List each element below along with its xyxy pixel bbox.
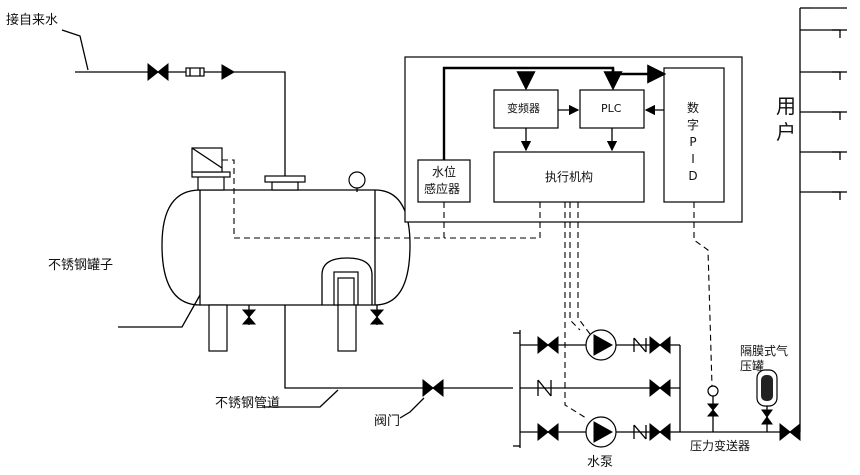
tank-manhole [321, 257, 373, 306]
pump-row-1 [537, 329, 671, 361]
inlet-filter-icon [185, 67, 205, 77]
pipe-label: 不锈钢管道 [215, 396, 281, 411]
diaphragm-tank-label-line1: 隔膜式气 [740, 344, 789, 358]
pump-label: 水泵 [587, 455, 614, 470]
diaphragm-pressure-tank [756, 369, 778, 432]
tank-leader-line [118, 294, 201, 328]
inverter-label: 变频器 [507, 102, 540, 115]
inlet-valve-icon [147, 62, 169, 82]
tank-top-nozzle-left [191, 147, 231, 191]
water-level-sensor-label-line1: 水位 [432, 165, 457, 179]
control-signal-lines [442, 64, 667, 160]
tank-legs [208, 304, 357, 352]
pid-char-1: 数 [687, 101, 700, 115]
actuator-label: 执行机构 [545, 170, 594, 184]
water-level-sensor-label-line2: 感应器 [424, 182, 461, 196]
tank-label: 不锈钢罐子 [48, 258, 114, 273]
outlet-valve-icon-right [779, 422, 801, 442]
inlet-check-arrow-icon [221, 64, 235, 80]
pid-char-4: I [691, 152, 695, 166]
pid-char-5: D [688, 169, 698, 183]
tank-outlet-pipe [284, 305, 513, 389]
pressure-transmitter-label: 压力变送器 [690, 439, 751, 453]
valve-label: 阀门 [374, 414, 401, 429]
users-label: 用 户 [776, 93, 796, 145]
dashed-signal-lines [222, 159, 713, 419]
valve-leader-line [399, 397, 425, 419]
pump-row-2 [537, 416, 671, 448]
control-cabinet [404, 56, 743, 223]
pid-char-3: P [689, 135, 697, 149]
tank-drain-valve-icon-right [369, 305, 385, 325]
water-inlet-label: 接自来水 [6, 13, 59, 28]
users-char-2: 户 [776, 120, 796, 144]
tank-top-nozzle-inlet [264, 175, 306, 191]
user-riser-pipe [799, 7, 847, 432]
diaphragm-tank-label-line2: 压罐 [740, 359, 765, 373]
tank-drain-valve-icon [241, 305, 257, 325]
pressure-gauge-icon [348, 171, 366, 192]
inlet-pipe [61, 29, 286, 178]
stainless-steel-tank [161, 189, 411, 306]
plc-label: PLC [601, 102, 622, 115]
pipe-leader-line [262, 389, 339, 408]
users-char-1: 用 [776, 94, 796, 118]
outlet-valve-icon [422, 378, 444, 398]
pressure-transmitter-icon [706, 385, 720, 432]
pid-controller-label: 数 字 P I D [687, 100, 699, 185]
bypass-row [537, 378, 671, 398]
pid-char-2: 字 [687, 118, 700, 132]
